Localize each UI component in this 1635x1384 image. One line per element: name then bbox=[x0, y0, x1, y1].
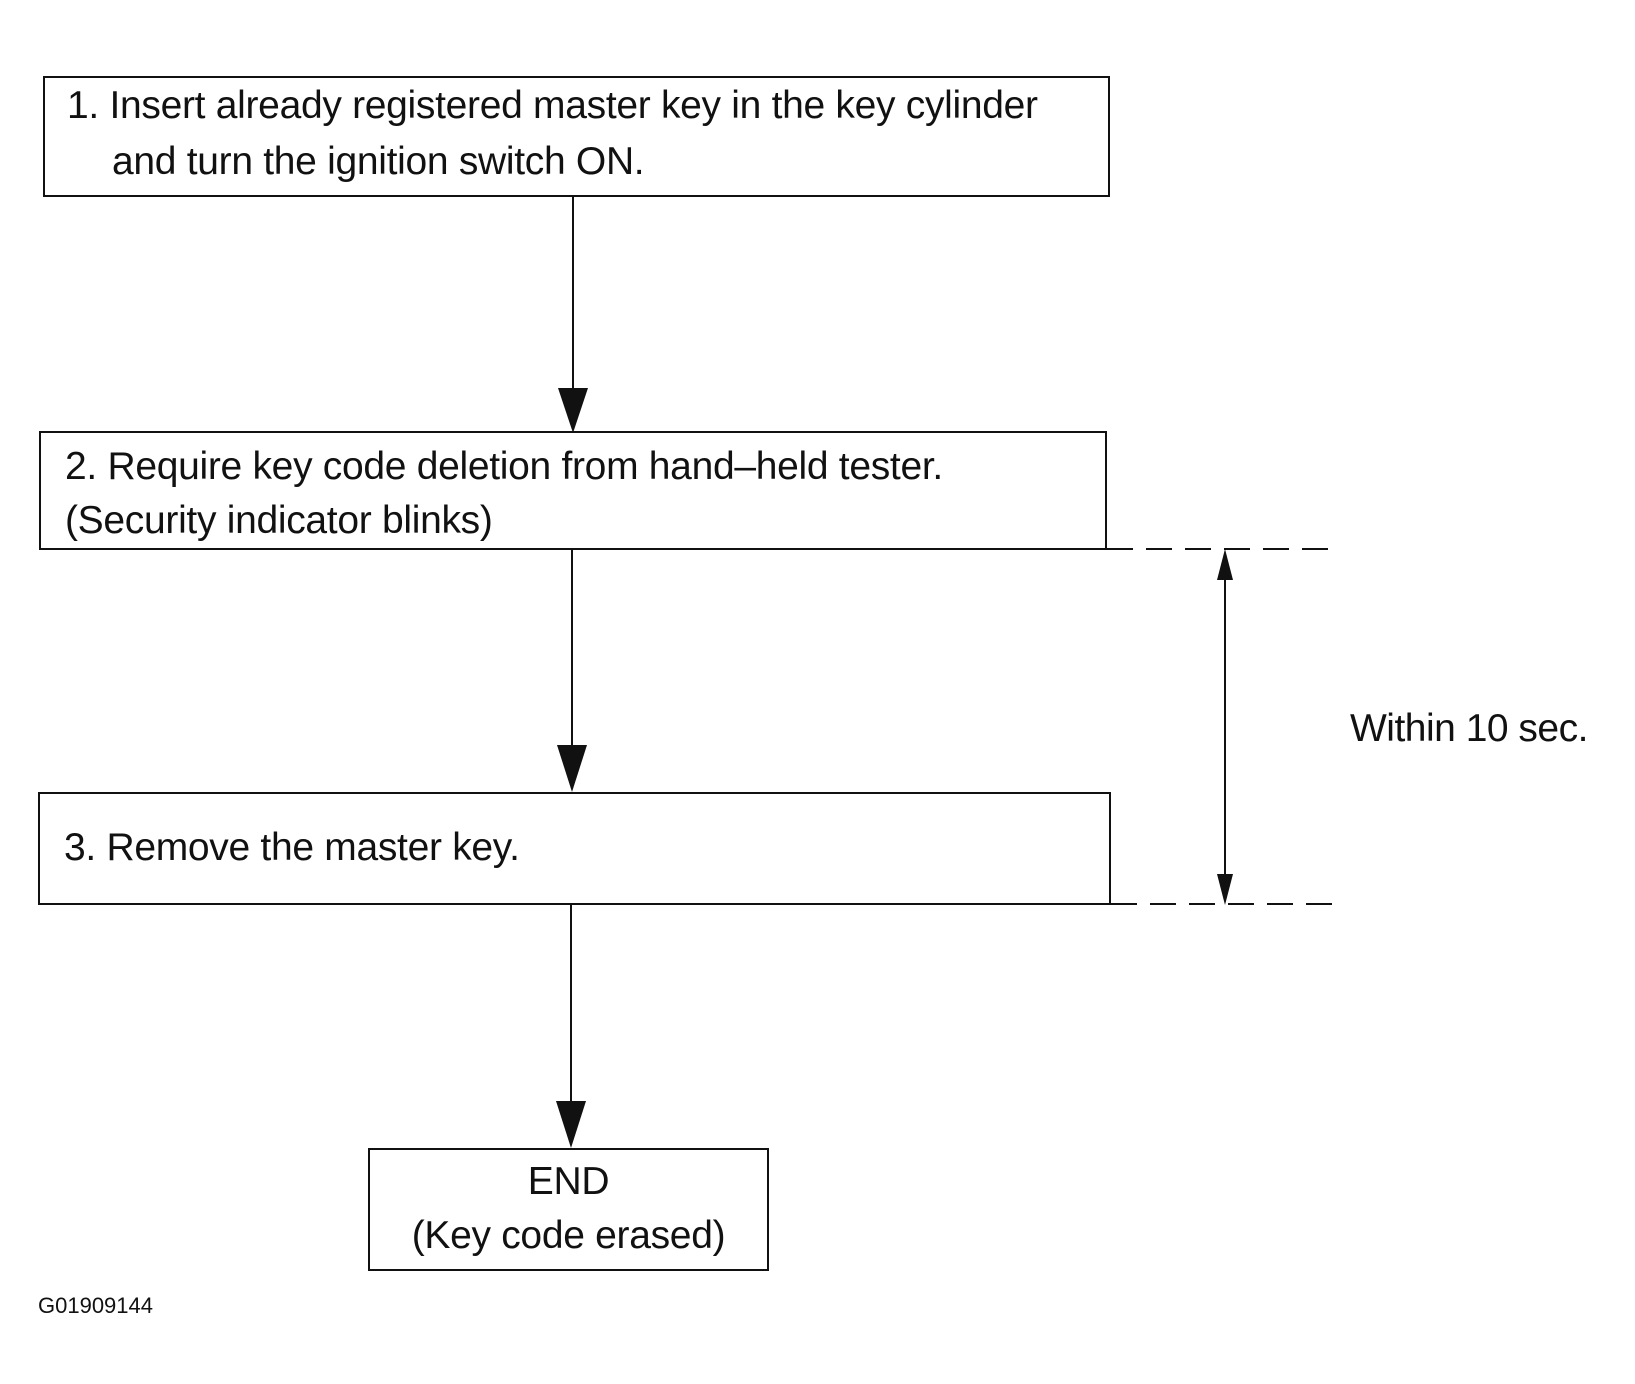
step-3-box: 3. Remove the master key. bbox=[38, 792, 1111, 905]
interval-label: Within 10 sec. bbox=[1350, 707, 1588, 750]
arrow-step1-to-step2 bbox=[558, 197, 588, 433]
interval-dimension-arrow bbox=[1217, 549, 1233, 905]
step-1-text-line-2: and turn the ignition switch ON. bbox=[112, 140, 645, 183]
figure-code: G01909144 bbox=[38, 1293, 153, 1318]
step-2-text-line-1: 2. Require key code deletion from hand–h… bbox=[65, 445, 943, 488]
step-1-text-line-1: 1. Insert already registered master key … bbox=[67, 84, 1038, 127]
end-box: END (Key code erased) bbox=[368, 1148, 769, 1271]
step-1-box: 1. Insert already registered master key … bbox=[43, 76, 1110, 197]
end-title: END bbox=[527, 1160, 610, 1203]
end-subtitle: (Key code erased) bbox=[411, 1214, 726, 1257]
step-2-text-line-2: (Security indicator blinks) bbox=[65, 499, 493, 542]
arrow-step2-to-step3 bbox=[557, 550, 587, 792]
step-2-box: 2. Require key code deletion from hand–h… bbox=[39, 431, 1107, 550]
arrow-step3-to-end bbox=[556, 905, 586, 1148]
step-3-text: 3. Remove the master key. bbox=[64, 826, 520, 869]
